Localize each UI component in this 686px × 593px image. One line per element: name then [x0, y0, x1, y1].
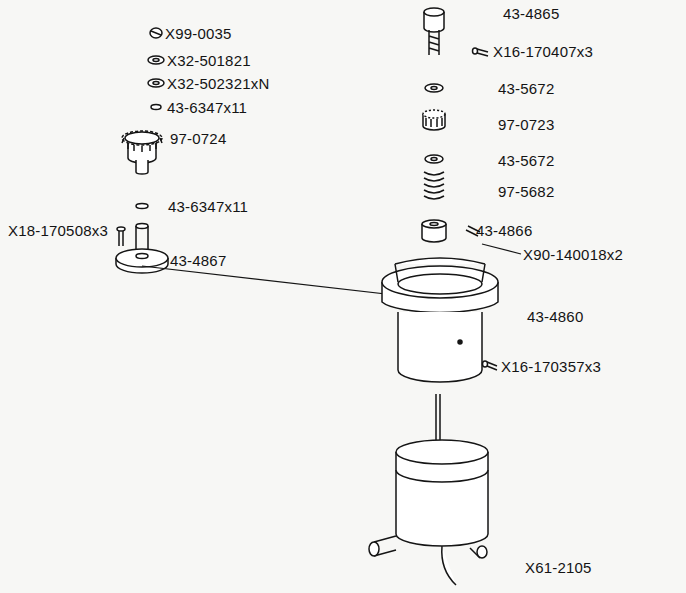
part-number: 97-5682 — [498, 183, 554, 200]
part-number: 43-6347x11 — [167, 99, 247, 116]
part-number: X32-502321xN — [167, 75, 269, 92]
part-number: X90-140018x2 — [523, 246, 623, 263]
part-number: 97-0724 — [170, 130, 226, 147]
part-number: X61-2105 — [525, 559, 592, 576]
part-number: 43-4865 — [503, 5, 559, 22]
part-number: X18-170508x3 — [8, 222, 108, 239]
part-number: X16-170357x3 — [501, 358, 601, 375]
part-number: 43-4860 — [527, 308, 583, 325]
part-number: 97-0723 — [498, 116, 554, 133]
part-number: X32-501821 — [167, 52, 251, 69]
part-number: 43-4867 — [170, 252, 226, 269]
part-number: X16-170407x3 — [493, 43, 593, 60]
part-number: 43-6347x11 — [168, 198, 248, 215]
left-assembly — [116, 28, 438, 300]
part-number: 43-5672 — [498, 80, 554, 97]
part-number: 43-5672 — [498, 152, 554, 169]
part-number: X99-0035 — [165, 25, 232, 42]
part-number: 43-4866 — [476, 222, 532, 239]
